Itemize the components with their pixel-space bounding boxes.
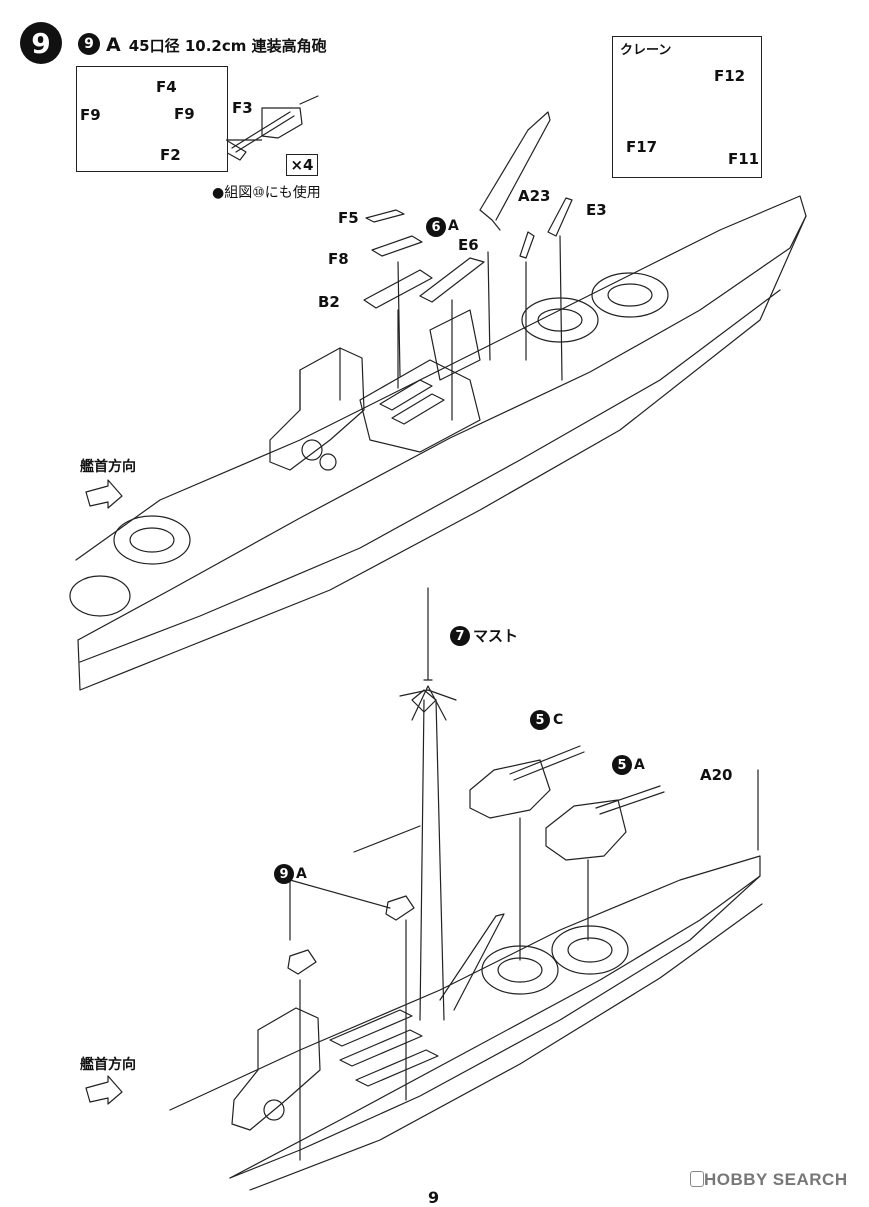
upper-hull (69, 111, 807, 691)
gun-9a-badge: 9 (274, 864, 294, 884)
page-number: 9 (428, 1188, 440, 1207)
usage-note: ●組図⑩にも使用 (212, 185, 321, 201)
step-number-badge: 9 (20, 22, 62, 64)
subassembly-letter: A (106, 34, 121, 56)
part-label-f8: F8 (328, 250, 349, 268)
turret-c-badge: 5 (530, 710, 550, 730)
mast-label: マスト (473, 627, 519, 645)
turret-a-badge: 5 (612, 755, 632, 775)
subassembly-6a-letter: A (448, 218, 459, 234)
part-label-f5: F5 (338, 209, 359, 227)
part-label-a20: A20 (700, 766, 733, 784)
part-label-a23: A23 (518, 187, 551, 205)
turret-a-letter: A (634, 757, 645, 773)
subassembly-badge: 9 (78, 33, 100, 55)
part-label-f12: F12 (714, 67, 746, 85)
hobby-search-logo-icon (690, 1171, 704, 1187)
turret-c-letter: C (553, 712, 564, 728)
part-label-f4: F4 (156, 78, 177, 96)
part-label-f11: F11 (728, 150, 760, 168)
part-label-e3: E3 (586, 201, 607, 219)
lower-hull (85, 587, 763, 1191)
subassembly-6a-badge: 6 (426, 217, 446, 237)
crane-inset-title: クレーン (620, 43, 672, 58)
part-label-e6: E6 (458, 236, 479, 254)
watermark: HOBBY SEARCH (704, 1170, 848, 1189)
part-label-b2: B2 (318, 293, 340, 311)
bow-direction-label-upper: 艦首方向 (80, 459, 136, 475)
step-title: A 45口径 10.2cm 連装高角砲 (106, 34, 327, 56)
part-label-f2: F2 (160, 146, 181, 164)
quantity-box: ×4 (286, 154, 318, 176)
crane-inset (612, 36, 762, 178)
bow-direction-label-lower: 艦首方向 (80, 1057, 136, 1073)
part-label-f17: F17 (626, 138, 658, 156)
gun-parts-inset (76, 66, 228, 172)
gun-9a-letter: A (296, 866, 307, 882)
step-title-text: 45口径 10.2cm 連装高角砲 (128, 37, 327, 55)
mast-subassembly-badge: 7 (450, 626, 470, 646)
part-label-f9-left: F9 (80, 106, 101, 124)
part-label-f9-right: F9 (174, 105, 195, 123)
part-label-f3: F3 (232, 99, 253, 117)
